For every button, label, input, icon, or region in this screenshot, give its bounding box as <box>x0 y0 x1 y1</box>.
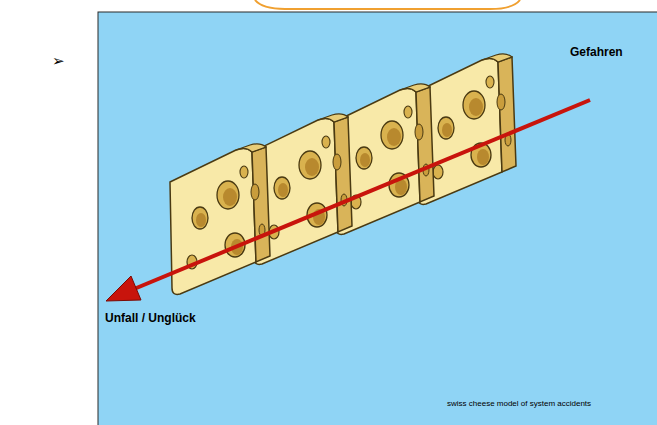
hazard-arrow <box>134 100 590 289</box>
background-panel <box>98 12 657 425</box>
model-caption: swiss cheese model of system accidents <box>447 399 591 408</box>
bullet-symbol: ➢ <box>52 52 65 70</box>
accident-label: Unfall / Unglück <box>105 311 196 325</box>
arrow-head <box>106 276 141 301</box>
hazard-label: Gefahren <box>570 45 623 59</box>
cheese-slice <box>170 144 270 295</box>
frame-curve <box>255 0 520 9</box>
